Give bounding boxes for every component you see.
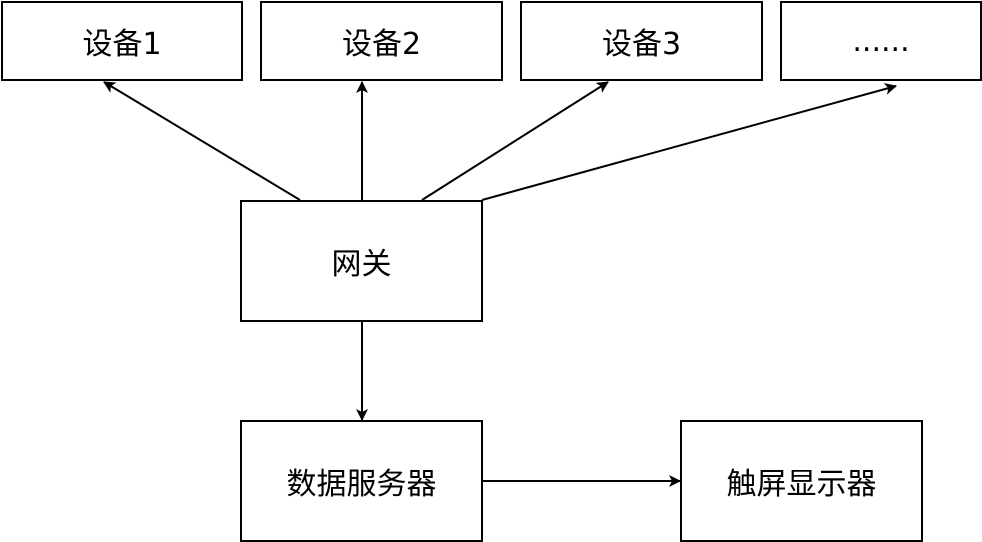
device3-label: 设备3: [601, 27, 682, 62]
device-more-label: ......: [852, 23, 910, 59]
arrow-gateway-to-device1: [103, 81, 301, 201]
device2-node: 设备2: [260, 1, 503, 81]
data-server-node: 数据服务器: [240, 420, 483, 542]
device1-node: 设备1: [1, 1, 243, 81]
data-server-label: 数据服务器: [286, 467, 437, 502]
arrow-gateway-to-device-more: [481, 83, 897, 201]
arrow-gateway-to-device3: [421, 81, 609, 201]
device3-node: 设备3: [520, 1, 763, 81]
device1-label: 设备1: [82, 27, 162, 62]
gateway-node: 网关: [240, 200, 483, 322]
touch-display-label: 触屏显示器: [726, 467, 877, 502]
device2-label: 设备2: [341, 27, 422, 62]
touch-display-node: 触屏显示器: [680, 420, 923, 542]
device-more-node: ......: [780, 1, 982, 81]
gateway-label: 网关: [331, 247, 392, 282]
